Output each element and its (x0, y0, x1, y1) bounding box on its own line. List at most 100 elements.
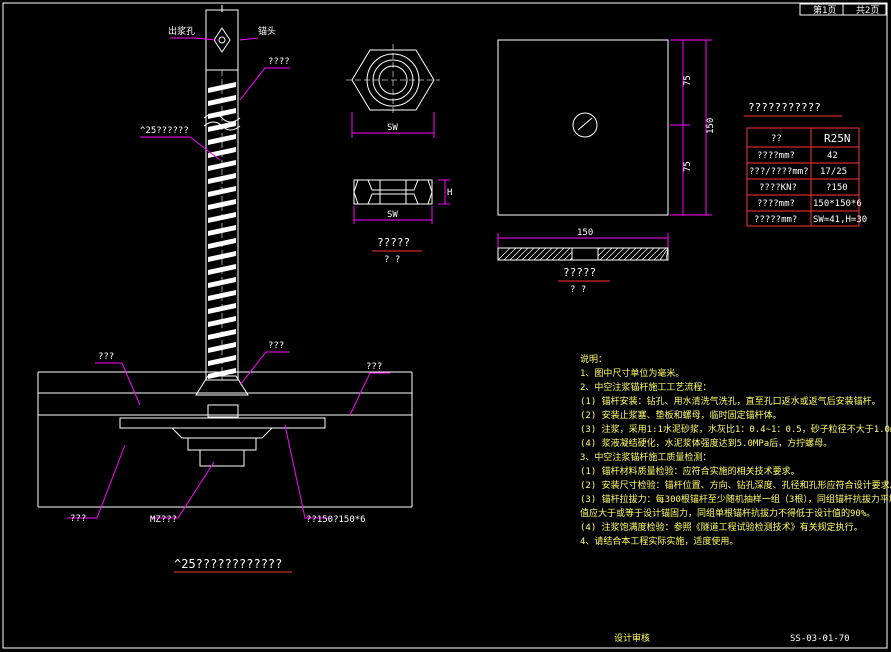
hatch-line (509, 247, 523, 261)
note-line: (4) 注浆饱满度检验：参照《隧道工程试验检测技术》有关规定执行。 (580, 521, 863, 533)
thread-band (208, 134, 236, 145)
grout-stop-plug (195, 375, 249, 396)
thread-band (208, 199, 236, 210)
thread-band (208, 186, 236, 197)
spec-table: ??????????? ?? R25N ????mm? 42 ???/????m… (744, 101, 867, 227)
h-label: H (447, 188, 452, 198)
left-mid-label: ??? (98, 352, 114, 362)
thread-band (208, 225, 236, 236)
anchor-plate (119, 417, 326, 429)
thread-band (208, 82, 236, 93)
dim-150-bottom: 150 (577, 228, 593, 238)
spec-row-value: ?150 (826, 183, 848, 193)
bar-threads (208, 82, 236, 379)
thread-band (208, 212, 236, 223)
spec-table-title: ??????????? (748, 101, 821, 114)
hatch-line (515, 247, 529, 261)
hatch-line (641, 247, 655, 261)
plate-view: 75 75 150 150 ????? ? ? (497, 39, 716, 295)
designer-label: 设计审核 (614, 632, 650, 644)
hatch-line (605, 247, 619, 261)
top-right-label: ???? (268, 57, 290, 67)
sheet-label: 第1页 (813, 4, 836, 16)
thread-band (208, 173, 236, 184)
thread-band (208, 147, 236, 158)
spec-row-name: ???/????mm? (749, 167, 809, 177)
nut-hexagon (351, 49, 435, 111)
spec-header-value: R25N (824, 132, 851, 145)
notes-title: 说明： (580, 353, 607, 365)
note-line: (3) 锚杆拉拔力：每300根锚杆至少随机抽样一组（3根），同组锚杆抗拔力平均 (580, 493, 891, 505)
hatch-line (635, 247, 649, 261)
hatch-line (545, 247, 559, 261)
note-line: (2) 安装止浆塞、垫板和螺母，临时固定锚杆体。 (580, 409, 782, 421)
hatch-line (539, 247, 553, 261)
grout-hole-label: 出浆孔 (168, 25, 195, 37)
bottom-right-label: ??150?150*6 (306, 515, 366, 525)
note-line: (1) 锚杆材料质量检验：应符合实施的相关技术要求。 (580, 465, 800, 477)
hatch-line (617, 247, 631, 261)
thread-band (208, 303, 236, 314)
hatch-line (497, 247, 511, 261)
thread-band (208, 251, 236, 262)
plate-view-scale: ? ? (570, 285, 586, 295)
thread-band (208, 316, 236, 327)
plate-outline (497, 39, 669, 216)
hatch-line (665, 247, 669, 261)
note-line: 值应大于或等于设计锚固力，同组单根锚杆抗拔力不得低于设计值的90%。 (580, 507, 875, 519)
hatch-line (647, 247, 661, 261)
sheet-info-box: 第1页 共2页 (799, 3, 887, 16)
hatch-line (599, 247, 613, 261)
thread-band (208, 342, 236, 353)
dim-75-bottom: 75 (683, 161, 693, 172)
main-view-title: ^25???????????? (174, 557, 282, 571)
hatch-line (659, 247, 669, 261)
hatch-line (521, 247, 535, 261)
spec-row-value: 42 (827, 151, 838, 161)
center-mid-label: ??? (268, 341, 284, 351)
note-line: (3) 注浆，采用1:1水泥砂浆，水灰比1：0.4~1：0.5，砂子粒径不大于1… (580, 423, 891, 435)
anchor-head-label: 锚头 (258, 25, 276, 37)
note-line: (4) 浆液凝结硬化，水泥浆体强度达到5.0MPa后，方拧螺母。 (580, 437, 832, 449)
spec-header-name: ?? (771, 134, 782, 144)
note-line: (1) 锚杆安装：钻孔、用水清洗气洗孔，直至孔口返水或返气后安装锚杆。 (580, 395, 881, 407)
bottom-mid-label: MZ??? (150, 515, 177, 525)
thread-band (208, 160, 236, 171)
nut-side-view (353, 179, 433, 205)
hatch-line (503, 247, 517, 261)
nut-view-scale: ? ? (384, 255, 400, 265)
total-sheets-label: 共2页 (856, 5, 879, 16)
note-line: 2、中空注浆锚杆施工工艺流程： (580, 381, 711, 393)
thread-band (208, 290, 236, 301)
right-mid-label: ??? (366, 362, 382, 372)
hatch-line (623, 247, 637, 261)
note-line: 3、中空注浆锚杆施工质量检测： (580, 451, 711, 463)
thread-band (208, 264, 236, 275)
hatch-line (527, 247, 541, 261)
nut-view: SW H SW ????? ? ? (346, 44, 452, 265)
grout-hole-shape (213, 27, 231, 53)
main-view: 出浆孔 锚头 ???? ^25?????? ??? ??? ??? ??? MZ… (37, 5, 413, 573)
spec-row-name: ?????mm? (754, 215, 797, 225)
hatch-line (611, 247, 625, 261)
note-line: 1、图中尺寸单位为毫米。 (580, 367, 684, 379)
hatch-line (533, 247, 547, 261)
spec-row-name: ????KN? (759, 183, 797, 193)
bottom-left-label: ??? (70, 514, 86, 524)
nut-view-title: ????? (377, 236, 410, 249)
dim-75-top: 75 (683, 75, 693, 86)
note-line: 4、请结合本工程实际实施，适度使用。 (580, 535, 738, 547)
dim-150-side: 150 (706, 118, 716, 134)
plate-view-title: ????? (563, 266, 596, 279)
spec-row-name: ????mm? (757, 199, 795, 209)
hatch-line (557, 247, 571, 261)
thread-band (208, 108, 236, 119)
hatch-line (653, 247, 667, 261)
thread-band (208, 277, 236, 288)
bar-label: ^25?????? (140, 126, 189, 136)
main-nut (187, 437, 257, 451)
notes-block: 说明： 1、图中尺寸单位为毫米。 2、中空注浆锚杆施工工艺流程： (1) 锚杆安… (580, 353, 891, 547)
sw-label-1: SW (387, 123, 398, 133)
